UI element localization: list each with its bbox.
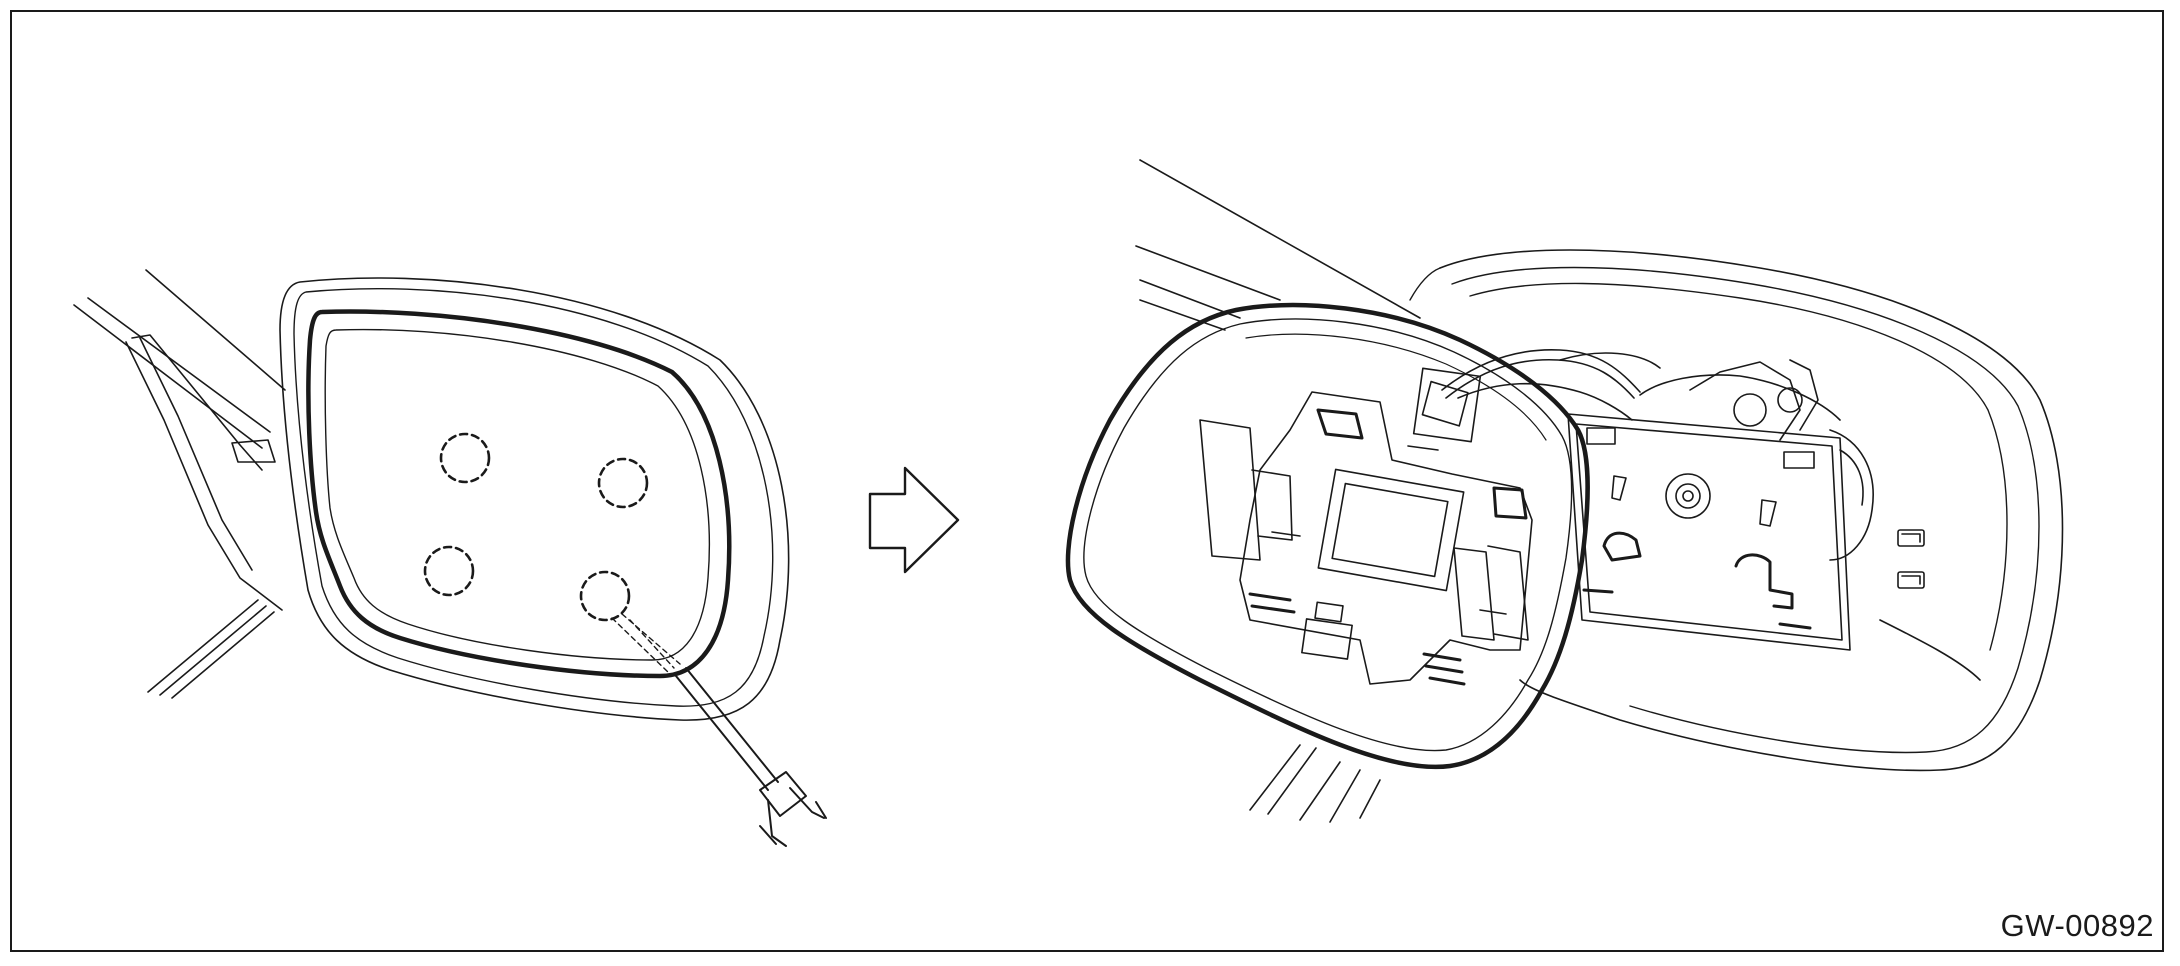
right-arrow-icon [868, 466, 960, 574]
screwdriver-icon [611, 613, 827, 847]
mirror-housing-right [1439, 249, 2064, 772]
clip-locations [423, 432, 649, 622]
glass-back-plate [1199, 367, 1533, 686]
mirror-glass-right [1065, 302, 1590, 770]
clip-marker-upper-right [597, 457, 649, 509]
left-illustration [73, 269, 827, 847]
mirror-glass-inner-left [324, 328, 711, 661]
clip-marker-upper-left [439, 432, 491, 484]
door-frame-lines-right [1135, 159, 1421, 823]
figure-frame [10, 10, 2164, 952]
right-illustration [1065, 159, 2064, 823]
door-frame-lines-left [73, 269, 286, 699]
clip-marker-lower-right [579, 570, 631, 622]
mirror-actuator [1559, 352, 1981, 681]
mirror-housing-left [279, 277, 790, 721]
heater-wire-harness [1441, 348, 1641, 421]
motor-plate [1567, 413, 1851, 651]
mirror-glass-left [306, 309, 732, 679]
mirror-housing-inner-left [293, 288, 774, 707]
figure-id-label: GW-00892 [2000, 908, 2154, 943]
clip-marker-lower-left [423, 545, 475, 597]
